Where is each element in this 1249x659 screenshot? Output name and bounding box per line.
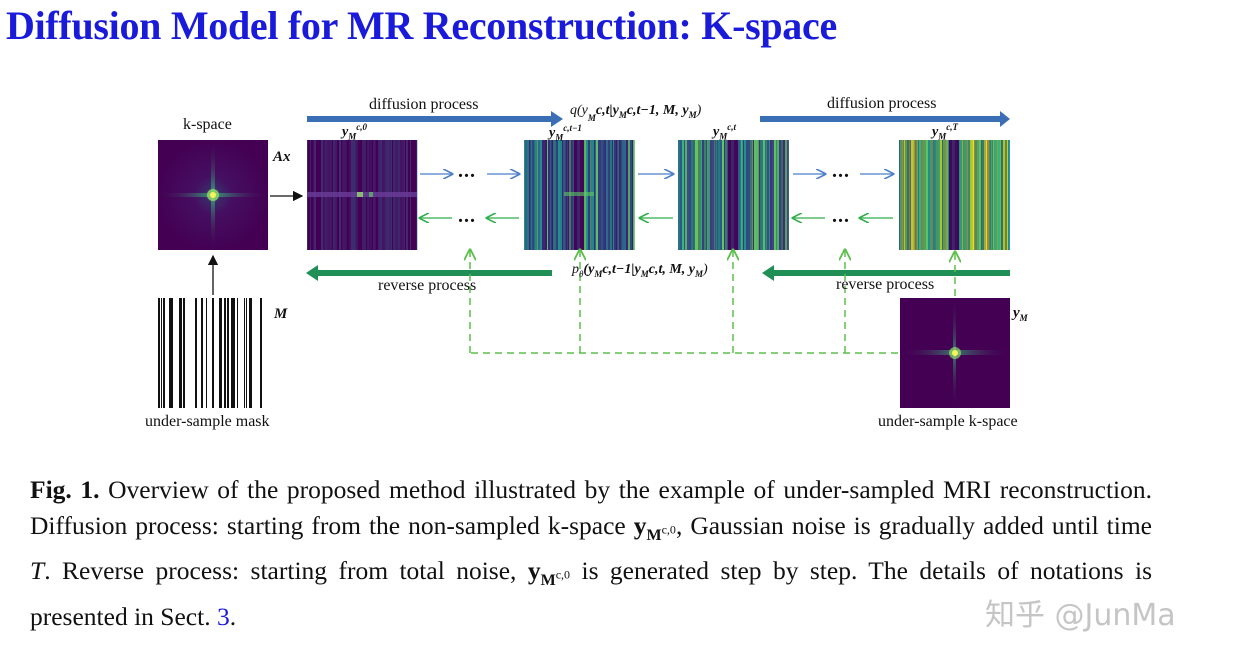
slide-title: Diffusion Model for MR Reconstruction: K… bbox=[6, 3, 837, 48]
reverse-arrow-right bbox=[762, 265, 1010, 281]
q-formula: q(yMc,t|yMc,t−1, M, yM) bbox=[570, 103, 702, 123]
ellipsis-bottom-1: ... bbox=[458, 205, 476, 227]
reverse-arrow-left bbox=[306, 265, 552, 281]
caption-symbol-2: yMc,0 bbox=[527, 556, 571, 590]
panel-y-mc-t-minus-1 bbox=[524, 140, 635, 250]
watermark: 知乎 @JunMa bbox=[985, 598, 1176, 633]
m-label: M bbox=[274, 306, 288, 322]
under-sample-kspace-image bbox=[900, 298, 1010, 408]
mask-label: under-sample mask bbox=[145, 413, 270, 430]
panel-label-0: yMc,0 bbox=[342, 122, 367, 142]
section-ref-link[interactable]: 3 bbox=[216, 601, 230, 631]
under-sample-mask-image bbox=[158, 298, 268, 408]
ellipsis-bottom-2: ... bbox=[832, 205, 850, 227]
undersampled-kspace-label: under-sample k-space bbox=[878, 413, 1018, 430]
caption-symbol-1: yMc,0 bbox=[633, 510, 676, 544]
panel-label-2: yMc,t bbox=[713, 122, 736, 142]
ym-label: yM bbox=[1013, 305, 1028, 323]
conditioning-dashed-lines bbox=[470, 250, 955, 354]
panel-y-mc-T bbox=[899, 140, 1010, 250]
ellipsis-top-2: ... bbox=[832, 160, 850, 182]
caption-fig-label: Fig. 1. bbox=[30, 475, 100, 504]
diffusion-label-right: diffusion process bbox=[827, 95, 937, 112]
diffusion-label-left: diffusion process bbox=[369, 96, 479, 113]
panel-label-1: yMc,t−1 bbox=[549, 123, 582, 143]
panel-y-mc-0 bbox=[307, 140, 418, 250]
diffusion-arrow-right bbox=[760, 111, 1010, 127]
reverse-label-left: reverse process bbox=[378, 277, 477, 294]
ax-label: Ax bbox=[273, 149, 291, 165]
panel-y-mc-t bbox=[678, 140, 789, 250]
kspace-image bbox=[158, 140, 268, 250]
diagram bbox=[158, 111, 1010, 408]
ellipsis-top-1: ... bbox=[458, 160, 476, 182]
kspace-label: k-space bbox=[183, 116, 232, 133]
figure-caption: Fig. 1. Overview of the proposed method … bbox=[30, 475, 1152, 631]
reverse-label-right: reverse process bbox=[836, 276, 935, 293]
diffusion-arrow-left bbox=[307, 111, 563, 127]
panel-label-3: yMc,T bbox=[932, 122, 958, 142]
p-formula: pθ(yMc,t−1|yMc,t, M, yM) bbox=[572, 262, 708, 279]
